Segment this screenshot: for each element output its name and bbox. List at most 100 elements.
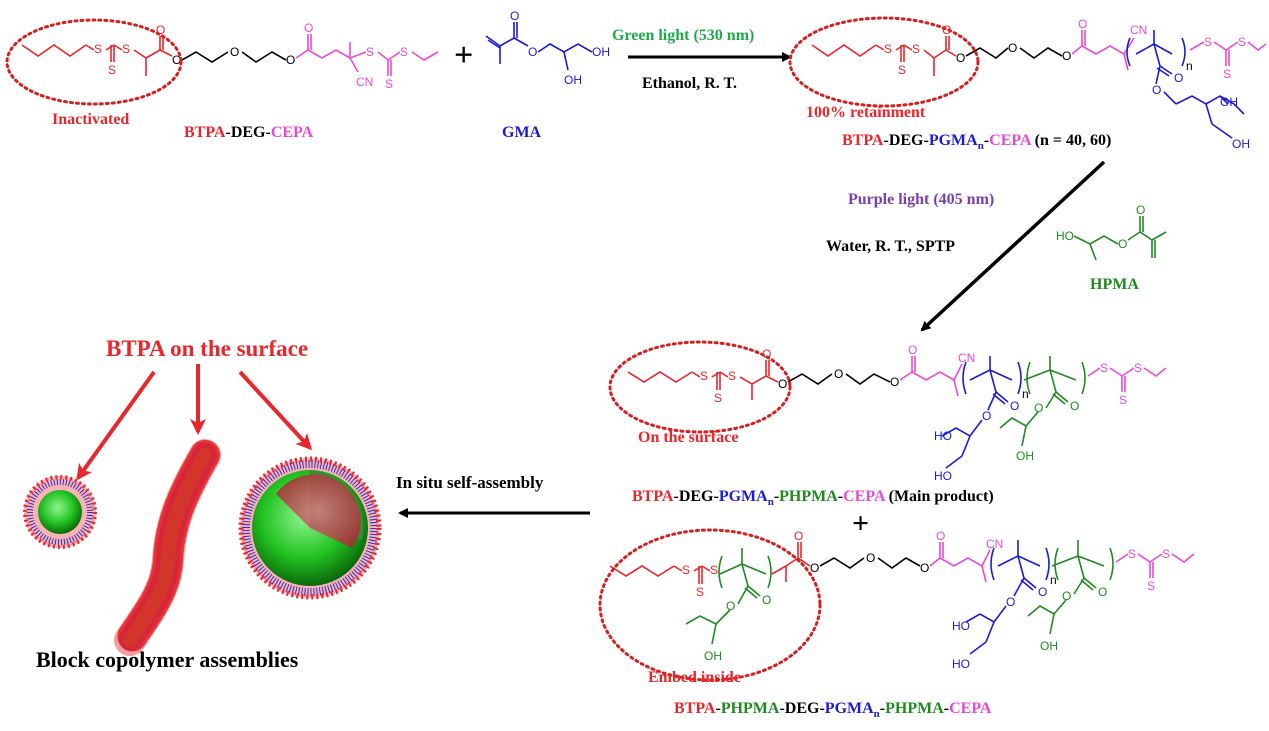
worm-btpa-ends (115, 440, 220, 655)
gma-bonds (485, 22, 593, 71)
cepa-end-bonds (1115, 553, 1195, 578)
name-pgma: PGMA (719, 488, 768, 505)
atom-oxygen-ester: O (1034, 401, 1043, 415)
vesicle-shell (242, 460, 378, 596)
gma-label: GMA (502, 124, 542, 141)
pointer-arrows (76, 364, 313, 481)
atom-sulfur: S (1238, 35, 1246, 49)
name-dash: - (883, 132, 888, 149)
pgma-block-bonds (1126, 30, 1245, 125)
spherical-micelle (23, 475, 97, 549)
atom-oxygen-carbonyl: O (1136, 203, 1145, 217)
atom-oxygen-ether: O (834, 367, 843, 381)
atom-oxygen-carbonyl: O (1070, 399, 1079, 413)
name-deg: DEG (889, 132, 924, 149)
by-product-structure: S S S O O OH O O (609, 529, 1195, 671)
atom-oxygen-ester: O (1062, 589, 1071, 603)
atom-oxygen-ester: O (172, 53, 181, 67)
atom-cyano: CN (356, 75, 373, 89)
atom-oxygen-carbonyl: O (1174, 71, 1183, 85)
name-dash: - (673, 488, 678, 505)
embed-circle (598, 528, 822, 682)
name-btpa: BTPA (842, 132, 884, 149)
plus-sign: + (454, 37, 473, 74)
atom-oxygen-carbonyl: O (942, 23, 951, 37)
atom-oxygen-carbonyl: O (936, 529, 945, 543)
repeat-unit-n: n (1050, 573, 1057, 587)
hpma-bonds (1073, 216, 1167, 261)
pointer-arrow-sphere (76, 370, 156, 481)
atom-oxygen-ester: O (1006, 595, 1015, 609)
atom-sulfur: S (400, 45, 408, 59)
pgma-block-bonds (941, 356, 1022, 469)
reactant-btpa-deg-cepa: S S S O O O O O CN S S S (21, 21, 439, 91)
product1-name: BTPA-DEG-PGMAn-CEPA (n = 40, 60) (842, 132, 1111, 152)
atom-oxygen-ester: O (956, 51, 965, 65)
name-btpa: BTPA (674, 700, 716, 717)
atom-hydroxyl: HO (934, 429, 952, 443)
atom-sulfur-thione: S (1223, 67, 1231, 81)
step1-solvent-condition: Ethanol, R. T. (642, 75, 737, 92)
embed-inside-label: Embed inside (648, 669, 741, 686)
cepa-end-bonds (1087, 367, 1167, 392)
name-deg: DEG (785, 700, 820, 717)
deg-segment-bonds (181, 51, 287, 63)
name-cepa: CEPA (949, 700, 992, 717)
name-cepa: CEPA (271, 124, 314, 141)
name-dash: - (225, 124, 230, 141)
atom-hydroxyl: OH (1220, 95, 1238, 109)
atom-oxygen-carbonyl: O (304, 21, 313, 35)
name-pgma: PGMA (929, 132, 978, 149)
atom-sulfur: S (94, 42, 102, 56)
name-deg: DEG (231, 124, 266, 141)
atom-sulfur: S (700, 369, 708, 383)
name-phpma: PHPMA (779, 488, 838, 505)
atom-cyano: CN (958, 351, 975, 365)
atom-oxygen-carbonyl: O (1078, 17, 1087, 31)
retainment-label: 100% retainment (806, 104, 926, 121)
btpa-segment-bonds (627, 360, 779, 400)
atom-sulfur: S (682, 563, 690, 577)
atom-sulfur: S (366, 45, 374, 59)
name-btpa: BTPA (184, 124, 226, 141)
name-cepa: CEPA (843, 488, 886, 505)
atom-oxygen-ester: O (1118, 237, 1127, 251)
atom-oxygen-carbonyl: O (1038, 585, 1047, 599)
atom-cyano: CN (1130, 23, 1147, 37)
pgma-hydroxyl-bonds (1211, 95, 1233, 139)
btpa-segment-bonds (609, 565, 711, 584)
atom-hydroxyl: OH (1232, 137, 1250, 151)
deg-segment-bonds (787, 373, 891, 385)
reactant-name: BTPA-DEG-CEPA (184, 124, 314, 141)
atom-sulfur-thione: S (385, 77, 393, 91)
hpma-label: HPMA (1090, 276, 1139, 293)
name-subscript-n: n (768, 496, 774, 508)
atom-hydroxyl: OH (592, 45, 610, 59)
name-dash: - (923, 132, 928, 149)
retainment-circle (788, 16, 980, 108)
name-main-product: (Main product) (885, 488, 994, 505)
worm-micelle (114, 439, 221, 656)
atom-oxygen-ether: O (866, 551, 875, 565)
atom-oxygen-ester: O (982, 409, 991, 423)
atom-sulfur: S (122, 42, 130, 56)
atom-oxygen-carbonyl: O (510, 9, 519, 23)
cepa-segment-bonds (295, 34, 439, 76)
vesicle-btpa-ends (238, 456, 382, 600)
atom-oxygen-ester: O (810, 561, 819, 575)
step2-solvent-condition: Water, R. T., SPTP (826, 238, 955, 255)
atom-hydroxyl: HO (934, 469, 952, 483)
name-subscript-n: n (978, 140, 984, 152)
micelle-core (38, 490, 82, 534)
btpa-linker-bonds (771, 542, 811, 582)
name-btpa: BTPA (632, 488, 674, 505)
atom-oxygen-carbonyl: O (762, 347, 771, 361)
repeat-unit-n: n (1186, 59, 1193, 73)
phpma-block-bonds (1027, 540, 1114, 635)
atom-oxygen-ether: O (1008, 41, 1017, 55)
atom-sulfur: S (1128, 547, 1136, 561)
name-dash: - (944, 700, 949, 717)
atom-oxygen-ester: O (1152, 83, 1161, 97)
name-n-values: (n = 40, 60) (1031, 132, 1112, 149)
